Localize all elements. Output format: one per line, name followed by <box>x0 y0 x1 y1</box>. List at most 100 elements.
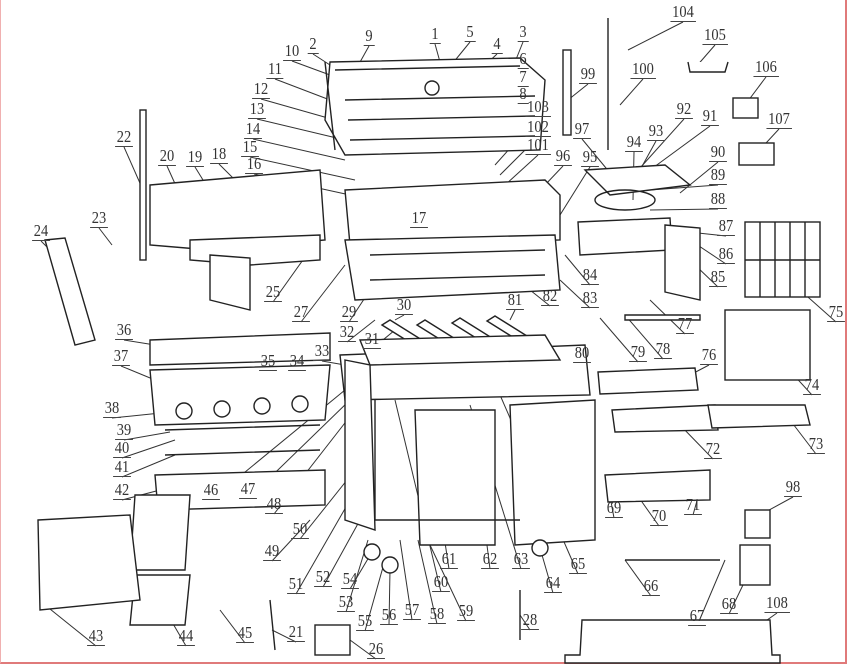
part-label-61: 61 <box>440 549 458 569</box>
part-label-5: 5 <box>464 22 476 42</box>
part-label-2: 2 <box>307 34 319 54</box>
part-label-84: 84 <box>581 265 599 285</box>
leader-line-56 <box>388 569 391 626</box>
control-panel <box>149 332 331 511</box>
part-label-4: 4 <box>491 34 503 54</box>
part-label-107: 107 <box>766 109 792 129</box>
side-burner <box>577 164 701 301</box>
part-label-58: 58 <box>428 604 446 624</box>
part-label-37: 37 <box>112 346 130 366</box>
part-label-77: 77 <box>676 314 694 334</box>
leader-line-21 <box>271 629 297 643</box>
part-label-27: 27 <box>292 302 310 322</box>
part-label-63: 63 <box>512 549 530 569</box>
leader-line-57 <box>399 539 413 621</box>
leader-line-23 <box>98 227 113 246</box>
leader-line-83 <box>559 279 591 309</box>
part-label-15: 15 <box>241 137 259 157</box>
leader-line-90 <box>679 161 719 194</box>
part-label-76: 76 <box>700 345 718 365</box>
leader-line-51 <box>295 499 351 595</box>
part-label-57: 57 <box>403 600 421 620</box>
leader-line-78 <box>624 314 664 360</box>
part-label-71: 71 <box>684 495 702 515</box>
part-label-33: 33 <box>313 341 331 361</box>
leader-line-12 <box>260 98 336 121</box>
part-label-38: 38 <box>103 398 121 418</box>
leader-line-52 <box>322 519 361 588</box>
part-label-9: 9 <box>363 26 375 46</box>
part-label-100: 100 <box>630 59 656 79</box>
firebox <box>344 179 561 301</box>
leader-line-101 <box>504 154 539 186</box>
part-label-83: 83 <box>581 288 599 308</box>
part-label-6: 6 <box>517 49 529 69</box>
part-label-29: 29 <box>340 302 358 322</box>
leader-line-88 <box>649 208 719 211</box>
leader-line-96 <box>544 165 564 186</box>
leader-line-2 <box>312 53 331 66</box>
part-label-52: 52 <box>314 567 332 587</box>
leader-line-43 <box>44 604 97 647</box>
part-label-95: 95 <box>581 147 599 167</box>
part-label-56: 56 <box>380 605 398 625</box>
part-label-65: 65 <box>569 554 587 574</box>
part-label-44: 44 <box>177 626 195 646</box>
part-label-31: 31 <box>363 329 381 349</box>
leader-line-81 <box>509 309 516 321</box>
part-label-23: 23 <box>90 208 108 228</box>
part-label-35: 35 <box>259 351 277 371</box>
part-label-106: 106 <box>753 57 779 77</box>
left-side-shelf <box>149 169 326 311</box>
part-label-40: 40 <box>113 438 131 458</box>
leader-line-95 <box>559 166 591 216</box>
burners <box>358 315 562 366</box>
part-label-11: 11 <box>266 59 284 79</box>
part-label-87: 87 <box>717 216 735 236</box>
leader-line-27 <box>300 264 346 323</box>
leader-line-55 <box>364 559 386 632</box>
part-label-43: 43 <box>87 626 105 646</box>
part-label-20: 20 <box>158 146 176 166</box>
leader-line-92 <box>639 118 685 169</box>
part-label-75: 75 <box>827 302 845 322</box>
part-label-70: 70 <box>650 506 668 526</box>
part-label-22: 22 <box>115 127 133 147</box>
leader-line-28 <box>519 614 531 631</box>
part-label-90: 90 <box>709 142 727 162</box>
part-label-13: 13 <box>248 99 266 119</box>
leader-line-13 <box>256 118 346 141</box>
part-label-8: 8 <box>517 84 529 104</box>
part-label-103: 103 <box>525 97 551 117</box>
part-label-86: 86 <box>717 244 735 264</box>
leader-line-41 <box>121 454 176 478</box>
part-label-7: 7 <box>517 67 529 87</box>
leader-line-66 <box>624 559 652 597</box>
part-label-45: 45 <box>236 623 254 643</box>
leader-line-39 <box>123 431 171 441</box>
part-label-32: 32 <box>338 322 356 342</box>
part-label-98: 98 <box>784 477 802 497</box>
leader-line-15 <box>249 156 356 181</box>
part-label-47: 47 <box>239 479 257 499</box>
part-label-67: 67 <box>688 606 706 626</box>
leader-line-45 <box>219 609 246 644</box>
leader-line-82 <box>529 289 551 307</box>
part-label-24: 24 <box>32 221 50 241</box>
part-label-108: 108 <box>764 593 790 613</box>
part-label-55: 55 <box>356 611 374 631</box>
leader-line-93 <box>639 140 657 171</box>
part-label-51: 51 <box>287 574 305 594</box>
part-label-102: 102 <box>525 117 551 137</box>
part-label-78: 78 <box>654 339 672 359</box>
part-label-74: 74 <box>803 375 821 395</box>
part-label-12: 12 <box>252 79 270 99</box>
part-label-73: 73 <box>807 434 825 454</box>
part-label-3: 3 <box>517 22 529 42</box>
part-label-39: 39 <box>115 420 133 440</box>
leader-line-79 <box>599 317 639 363</box>
part-label-89: 89 <box>709 165 727 185</box>
